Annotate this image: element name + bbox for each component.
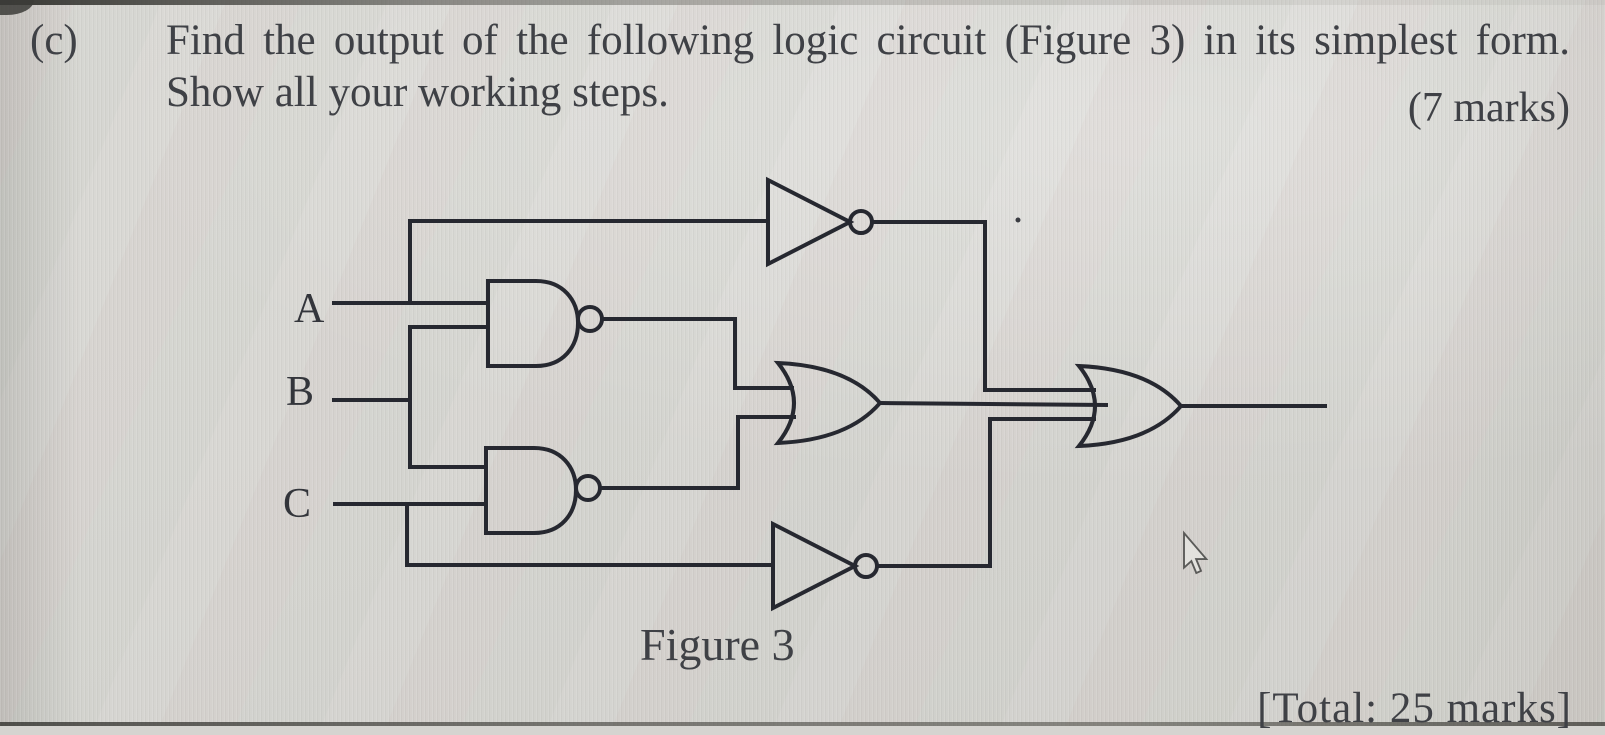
or-gate-middle-output-wire — [879, 401, 1109, 407]
photo-bottom-edge — [0, 722, 1605, 726]
total-marks-label: [Total: 25 marks] — [1257, 685, 1572, 732]
input-b-wire — [332, 325, 488, 469]
nand-gate-top-output-wire — [602, 317, 794, 390]
input-label-b: B — [286, 369, 315, 415]
or-gate-output — [1074, 363, 1327, 449]
input-c-wire — [333, 502, 773, 567]
question-marks: (7 marks) — [1407, 85, 1570, 131]
not-gate-top-output-wire — [872, 220, 1096, 392]
not-gate-top — [766, 176, 1096, 392]
dust-speck — [1015, 217, 1021, 223]
not-gate-bottom-output-wire — [877, 417, 1096, 568]
nand-gate-top — [486, 279, 794, 390]
question-line-1: Find the output of the following logic c… — [166, 17, 1570, 64]
question-part-label: (c) — [30, 17, 78, 64]
nand-gate-bottom — [484, 415, 796, 535]
input-a-wire — [332, 219, 768, 305]
photo-top-edge — [0, 0, 1605, 5]
not-gate-bottom — [771, 417, 1096, 612]
figure-caption: Figure 3 — [640, 619, 795, 670]
nand-gate-bottom-output-wire — [600, 415, 796, 490]
mouse-cursor — [1183, 530, 1209, 575]
or-gate-middle — [773, 360, 1109, 446]
input-label-a: A — [294, 286, 325, 332]
question-line-2: Show all your working steps. — [166, 69, 669, 116]
input-label-c: C — [283, 481, 312, 527]
